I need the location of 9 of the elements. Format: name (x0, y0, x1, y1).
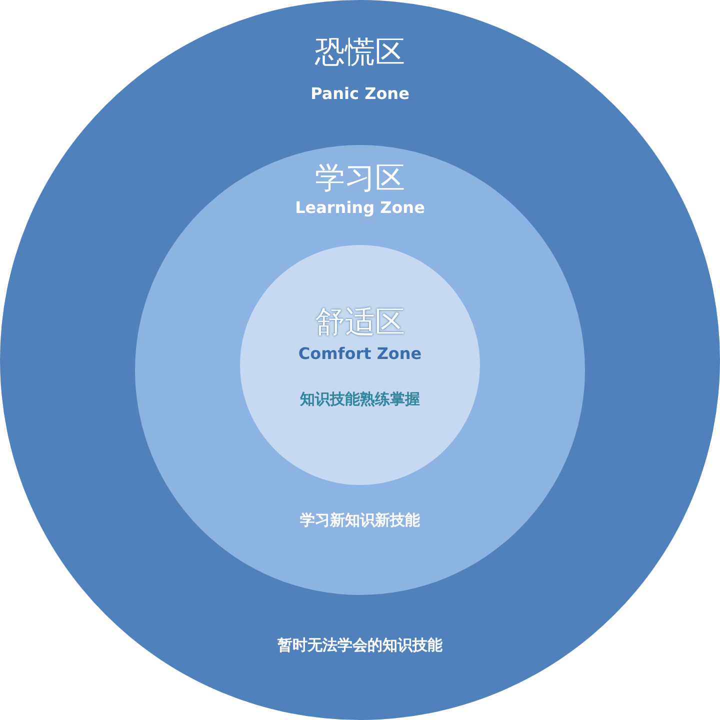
zone-description: 知识技能熟练掌握 (300, 390, 420, 409)
zone-subtitle: Panic Zone (310, 84, 410, 103)
zone-title: 恐慌区 (315, 34, 405, 72)
zone-subtitle: Learning Zone (295, 198, 425, 217)
zone-subtitle: Comfort Zone (298, 344, 422, 363)
zone-description: 学习新知识新技能 (300, 511, 420, 530)
zone-title: 学习区 (315, 160, 405, 198)
zone-description: 暂时无法学会的知识技能 (278, 636, 442, 655)
zone-title: 舒适区 (315, 304, 405, 342)
